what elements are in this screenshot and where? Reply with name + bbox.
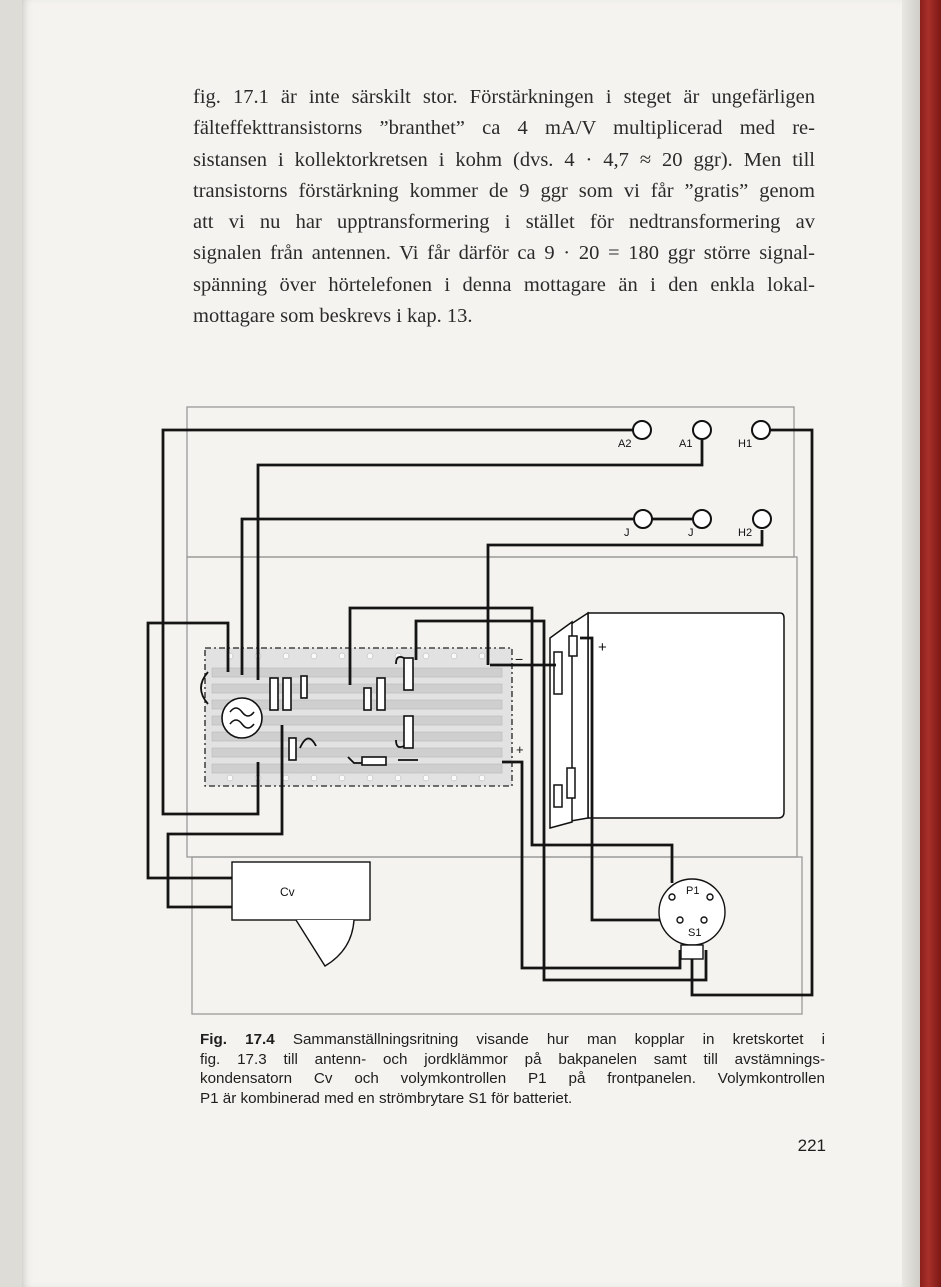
- caption-text: Sammanställningsritning visande hur man …: [274, 1031, 825, 1048]
- resistor: [300, 675, 308, 699]
- panel-frames: [186, 406, 803, 1015]
- wire-cv-2: [166, 725, 284, 909]
- book-cover-edge: [920, 0, 941, 1287]
- board-lead: [200, 671, 209, 705]
- body-line: att vi nu har upptransformering i ställe…: [193, 211, 815, 234]
- front-panel-frame: [191, 856, 803, 1015]
- battery: [549, 611, 785, 829]
- wire-h2: [486, 530, 764, 665]
- terminal-h1: [751, 420, 771, 440]
- wires: [146, 428, 814, 997]
- wire-cv-1: [146, 621, 232, 880]
- wire-board-plus: [502, 760, 682, 970]
- circuit-board: [200, 647, 513, 787]
- label-plus-battery: +: [598, 639, 607, 656]
- resistor: [363, 687, 372, 711]
- page-edges: [902, 0, 920, 1287]
- figure-caption: Fig. 17.4 Sammanställningsritning visand…: [200, 1030, 825, 1108]
- terminal-h2: [752, 509, 772, 529]
- caption-line: fig. 17.3 till antenn- och jordklämmor p…: [200, 1050, 825, 1068]
- label-h1: H1: [738, 438, 752, 450]
- wire-battery-plus: [580, 636, 680, 922]
- capacitor: [403, 657, 414, 691]
- terminal-j-right: [692, 509, 712, 529]
- wire-a2: [161, 428, 633, 816]
- body-line: fig. 17.1 är inte särskilt stor. Förstär…: [193, 86, 815, 108]
- body-paragraph: fig. 17.1 är inte särskilt stor. Förstär…: [193, 82, 815, 332]
- body-line: spänning över hörtelefonen i denna motta…: [193, 273, 815, 296]
- terminal-a2: [632, 420, 652, 440]
- label-p1: P1: [686, 885, 699, 897]
- label-j-left: J: [624, 527, 630, 539]
- label-a1: A1: [679, 438, 692, 450]
- label-j-right: J: [688, 527, 694, 539]
- wire-s1-board: [414, 619, 708, 982]
- label-h2: H2: [738, 527, 752, 539]
- body-line: transistorns förstärkning kommer de 9 gg…: [193, 179, 815, 202]
- page-number: 221: [797, 1136, 826, 1155]
- caption-line: Fig. 17.4 Sammanställningsritning visand…: [200, 1030, 825, 1050]
- wire-a1: [256, 440, 704, 680]
- body-line: fälteffekttransistorns ”branthet” ca 4 m…: [193, 117, 815, 140]
- caption-line: P1 är kombinerad med en strömbrytare S1 …: [200, 1089, 573, 1107]
- label-plus-board: +: [516, 742, 524, 757]
- body-line: signalen från antennen. Vi får därför ca…: [193, 242, 815, 265]
- label-a2: A2: [618, 438, 631, 450]
- tuning-capacitor-cv: [231, 861, 371, 967]
- body-line: sistansen i kollektorkretsen i kohm (dvs…: [193, 148, 815, 171]
- capacitor: [403, 715, 414, 749]
- transistor-lead: [299, 737, 317, 749]
- wiring-diagram: A2 A1 H1 J J H2 − + + Cv P1 S1: [146, 406, 814, 1015]
- caption-number: Fig. 17.4: [200, 1031, 275, 1048]
- label-cv: Cv: [280, 885, 295, 899]
- terminals: [632, 420, 772, 529]
- coil-component: [221, 697, 263, 739]
- label-s1: S1: [688, 927, 701, 939]
- resistor: [282, 677, 292, 711]
- body-line: mottagare som beskrevs i kap. 13.: [193, 305, 473, 328]
- board-components: [221, 657, 414, 766]
- resistor: [288, 737, 297, 761]
- terminal-j-left: [633, 509, 653, 529]
- terminal-a1: [692, 420, 712, 440]
- resistor: [376, 677, 386, 711]
- resistor: [269, 677, 279, 711]
- resistor: [361, 756, 387, 766]
- wire-p1: [348, 606, 674, 883]
- caption-line: kondensatorn Cv och volymkontrollen P1 p…: [200, 1070, 825, 1088]
- wire-j: [240, 517, 633, 675]
- label-minus: −: [515, 651, 523, 667]
- volume-control-p1: [658, 878, 726, 960]
